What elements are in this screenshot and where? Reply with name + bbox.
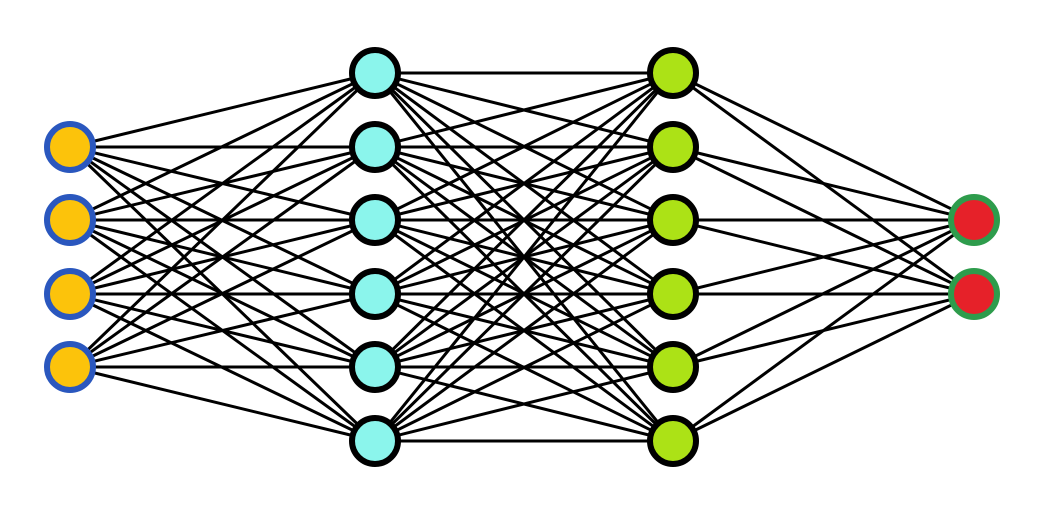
edge-hidden-layer-2-5-to-output-layer-1 (672, 218, 975, 369)
hidden-layer-2-node-6 (647, 415, 699, 467)
edge-input-layer-4-to-hidden-layer-1-3 (69, 218, 376, 369)
edge-hidden-layer-1-6-to-hidden-layer-2-3 (374, 218, 674, 443)
output-layer-node-2 (948, 268, 1000, 320)
input-layer-node-2 (44, 194, 96, 246)
input-layer-node-1 (44, 121, 96, 173)
edge-hidden-layer-2-6-to-output-layer-2 (672, 292, 975, 443)
edge-hidden-layer-1-6-to-hidden-layer-2-4 (374, 292, 674, 443)
hidden-layer-2-node-4 (647, 268, 699, 320)
hidden-layer-2-node-2 (647, 121, 699, 173)
edge-hidden-layer-1-6-to-hidden-layer-2-2 (373, 145, 675, 443)
edge-hidden-layer-2-2-to-output-layer-1 (672, 145, 975, 222)
hidden-layer-1-node-4 (349, 268, 401, 320)
edge-hidden-layer-1-6-to-hidden-layer-2-1 (373, 72, 675, 442)
input-layer-node-4 (44, 341, 96, 393)
edge-input-layer-1-to-hidden-layer-1-1 (69, 71, 376, 149)
hidden-layer-1-node-2 (349, 121, 401, 173)
edge-hidden-layer-1-5-to-hidden-layer-2-1 (373, 71, 675, 369)
edge-hidden-layer-1-6-to-hidden-layer-2-5 (374, 365, 674, 443)
input-layer-node-3 (44, 268, 96, 320)
edge-hidden-layer-1-4-to-hidden-layer-2-1 (374, 71, 674, 296)
output-layer-node-1 (948, 194, 1000, 246)
edge-hidden-layer-2-4-to-output-layer-1 (672, 218, 975, 296)
hidden-layer-1-node-1 (349, 47, 401, 99)
edge-hidden-layer-2-1-to-output-layer-1 (672, 71, 975, 222)
edge-hidden-layer-2-6-to-output-layer-1 (672, 218, 975, 443)
edge-hidden-layer-1-2-to-hidden-layer-2-1 (374, 71, 674, 149)
edge-input-layer-4-to-hidden-layer-1-2 (69, 145, 376, 369)
edge-input-layer-4-to-hidden-layer-1-1 (68, 71, 377, 369)
nodes-group (44, 47, 1000, 467)
hidden-layer-1-node-3 (349, 194, 401, 246)
edges-group (68, 71, 975, 443)
hidden-layer-1-node-6 (349, 415, 401, 467)
hidden-layer-2-node-5 (647, 341, 699, 393)
edge-input-layer-2-to-hidden-layer-1-1 (69, 71, 376, 222)
edge-hidden-layer-1-3-to-hidden-layer-2-1 (374, 71, 674, 222)
hidden-layer-1-node-5 (349, 341, 401, 393)
edge-input-layer-4-to-hidden-layer-1-6 (69, 365, 376, 443)
edge-input-layer-4-to-hidden-layer-1-4 (69, 292, 376, 369)
hidden-layer-2-node-3 (647, 194, 699, 246)
edge-input-layer-3-to-hidden-layer-1-1 (69, 71, 376, 296)
hidden-layer-2-node-1 (647, 47, 699, 99)
